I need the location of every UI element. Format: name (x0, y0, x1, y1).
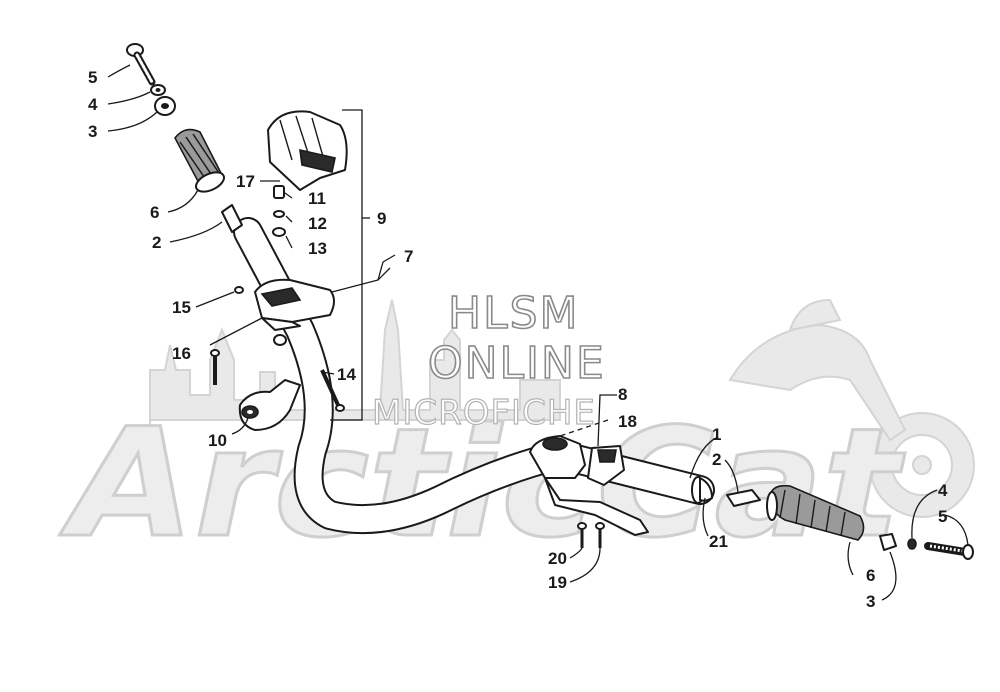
switch-screw-set (272, 185, 286, 237)
watermark: ArcticCat HLSM ONLINE MICROFICHE (58, 287, 975, 573)
washer-right-21 (699, 477, 713, 502)
callout-18: 18 (618, 412, 637, 431)
callout-labels: 5 4 3 6 2 17 11 12 13 9 7 15 16 14 10 8 … (88, 68, 948, 611)
bar-insert-left (221, 204, 243, 233)
end-screw-right (924, 542, 974, 560)
callout-21: 21 (709, 532, 728, 551)
callout-15: 15 (172, 298, 191, 317)
skyline-watermark (149, 299, 561, 430)
callout-2-right: 2 (712, 450, 721, 469)
callout-13: 13 (308, 239, 327, 258)
callout-6-right: 6 (866, 566, 875, 585)
callout-14: 14 (337, 365, 356, 384)
end-cap-left (154, 96, 176, 116)
left-grip-assembly (126, 43, 243, 233)
left-control-housing (254, 278, 335, 346)
bar-insert-right (726, 489, 761, 507)
watermark-line-microfiche: MICROFICHE (372, 393, 596, 433)
callout-7: 7 (404, 247, 413, 266)
callout-6-left: 6 (150, 203, 159, 222)
callout-11: 11 (308, 189, 326, 208)
callout-4-right: 4 (938, 481, 948, 500)
washer-right (907, 538, 917, 550)
handlebar (233, 217, 715, 535)
callout-12: 12 (308, 214, 327, 233)
housing-screws (210, 286, 345, 412)
callout-5-right: 5 (938, 507, 947, 526)
housing-clamp (238, 379, 301, 431)
leader-lines (107, 64, 969, 601)
watermark-line-online: ONLINE (428, 338, 606, 389)
end-cap-right (879, 533, 897, 551)
callout-9: 9 (377, 209, 386, 228)
callout-3-right: 3 (866, 592, 875, 611)
watermark-line-hlsm: HLSM (448, 288, 580, 339)
callout-10: 10 (208, 431, 227, 450)
callout-16: 16 (172, 344, 191, 363)
hand-grip-right (766, 484, 865, 541)
callout-5-left: 5 (88, 68, 97, 87)
hand-grip-left (174, 128, 226, 193)
switch-cover (267, 110, 348, 191)
callout-4-left: 4 (88, 95, 98, 114)
motorcycle-watermark (728, 298, 975, 518)
callout-19: 19 (548, 573, 567, 592)
callout-20: 20 (548, 549, 567, 568)
callout-17: 17 (236, 172, 255, 191)
callout-3-left: 3 (88, 122, 97, 141)
callout-1: 1 (712, 425, 721, 444)
callout-8: 8 (618, 385, 627, 404)
callout-2-left: 2 (152, 233, 161, 252)
brake-lever-assembly (529, 435, 649, 548)
end-screw-left (126, 43, 156, 86)
right-grip-assembly (691, 476, 974, 560)
